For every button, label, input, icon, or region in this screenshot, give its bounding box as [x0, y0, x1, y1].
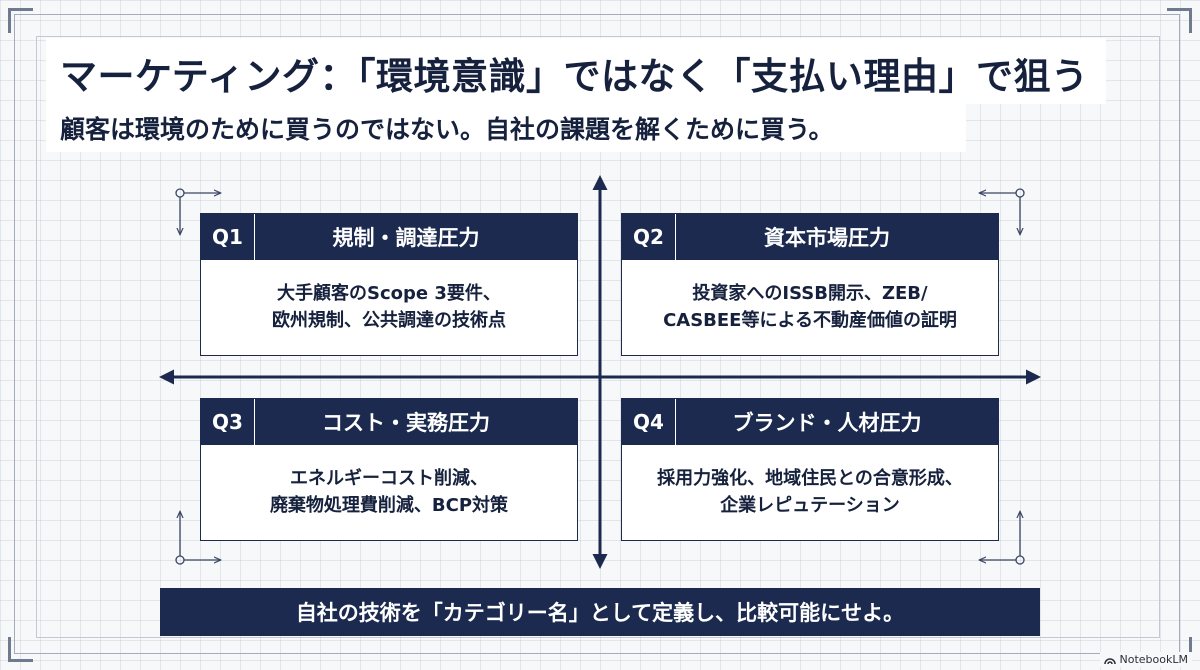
quadrant-number: Q1: [201, 214, 255, 260]
corner-arrow-icon: [980, 188, 1025, 234]
quadrant-q4: Q4 ブランド・人材圧力 採用力強化、地域住民との合意形成、 企業レピュテーショ…: [621, 398, 999, 541]
quadrant-number: Q4: [622, 399, 676, 445]
outer-frame: [14, 14, 1180, 654]
quadrant-title: 資本市場圧力: [764, 226, 890, 250]
corner-arrow-icon: [980, 512, 1025, 565]
quadrant-line: CASBEE等による不動産価値の証明: [663, 309, 957, 331]
notebooklm-logo-icon: [1103, 657, 1116, 664]
quadrant-line: 投資家へのISSB開示、ZEB/: [692, 283, 928, 305]
page-title: マーケティング：「環境意識」ではなく「支払い理由」で狙う: [60, 55, 1089, 98]
corner-arrow-icon: [175, 188, 220, 234]
footer-callout: 自社の技術を「カテゴリー名」として定義し、比較可能にせよ。: [160, 588, 1040, 636]
badge-label: NotebookLM: [1119, 653, 1188, 666]
corner-arrow-icon: [175, 512, 220, 565]
quadrant-q2: Q2 資本市場圧力 投資家へのISSB開示、ZEB/ CASBEE等による不動産…: [621, 213, 999, 356]
quadrant-title: 規制・調達圧力: [332, 226, 480, 250]
quadrant-line: 大手顧客のScope 3要件、: [277, 283, 501, 305]
quadrant-line: 欧州規制、公共調達の技術点: [272, 309, 506, 331]
corner-mark: [8, 8, 33, 33]
corner-mark: [8, 637, 33, 662]
quadrant-q3: Q3 コスト・実務圧力 エネルギーコスト削減、 廃棄物処理費削減、BCP対策: [200, 398, 578, 541]
subtitle-background: [46, 104, 966, 152]
quadrant-q1: Q1 規制・調達圧力 大手顧客のScope 3要件、 欧州規制、公共調達の技術点: [200, 213, 578, 356]
quadrant-header: Q3 コスト・実務圧力: [201, 399, 577, 445]
quadrant-body: 投資家へのISSB開示、ZEB/ CASBEE等による不動産価値の証明: [622, 260, 998, 355]
title-background: [46, 38, 1106, 104]
quadrant-header: Q1 規制・調達圧力: [201, 214, 577, 260]
quadrant-header: Q2 資本市場圧力: [622, 214, 998, 260]
quadrant-line: 採用力強化、地域住民との合意形成、: [657, 468, 963, 490]
quadrant-title: ブランド・人材圧力: [732, 411, 922, 435]
notebooklm-badge: NotebookLM: [1099, 652, 1192, 667]
quadrant-number: Q2: [622, 214, 676, 260]
quadrant-title: コスト・実務圧力: [322, 411, 490, 435]
quadrant-number: Q3: [201, 399, 255, 445]
quadrant-body: 採用力強化、地域住民との合意形成、 企業レピュテーション: [622, 445, 998, 540]
quadrant-header: Q4 ブランド・人材圧力: [622, 399, 998, 445]
quadrant-body: 大手顧客のScope 3要件、 欧州規制、公共調達の技術点: [201, 260, 577, 355]
corner-mark: [1167, 8, 1192, 33]
inner-frame: [36, 36, 1160, 638]
quadrant-line: エネルギーコスト削減、: [290, 468, 488, 490]
quadrant-line: 廃棄物処理費削減、BCP対策: [269, 494, 509, 516]
quadrant-body: エネルギーコスト削減、 廃棄物処理費削減、BCP対策: [201, 445, 577, 540]
quadrant-line: 企業レピュテーション: [720, 494, 900, 516]
page-subtitle: 顧客は環境のために買うのではない。自社の課題を解くために買う。: [60, 115, 834, 144]
